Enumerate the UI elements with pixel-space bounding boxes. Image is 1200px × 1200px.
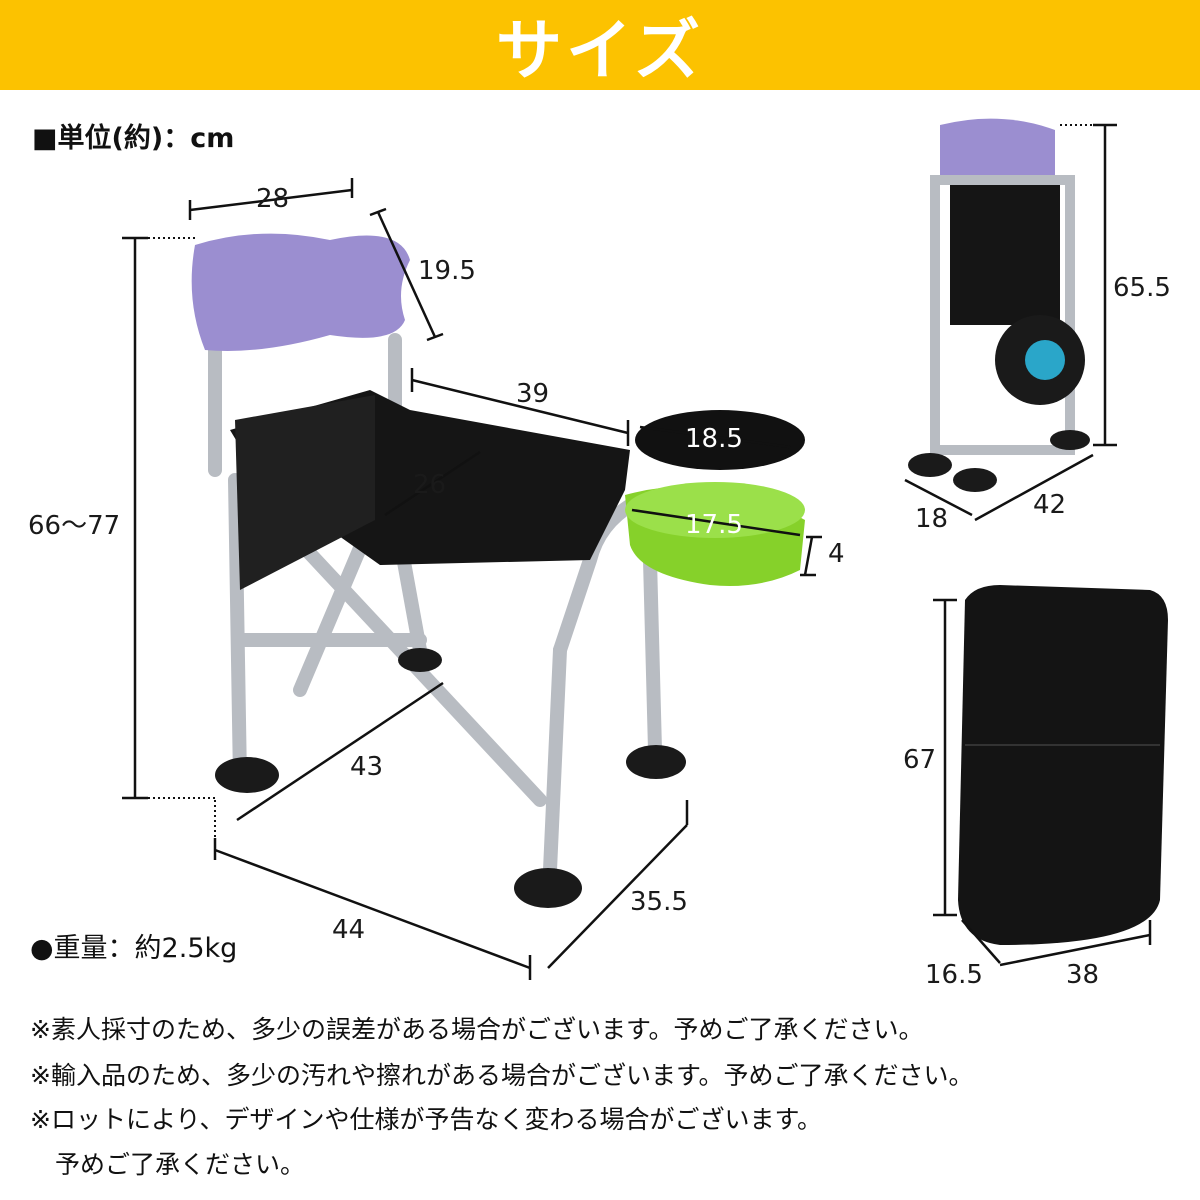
unit-label: ■単位(約)：cm bbox=[32, 123, 235, 154]
tray-black bbox=[635, 410, 805, 470]
dim-backrest-height: 19.5 bbox=[418, 256, 476, 286]
dim-tray-bottom: 17.5 bbox=[685, 510, 743, 540]
dim-leg-depth: 43 bbox=[350, 752, 384, 782]
dim-height: 66〜77 bbox=[28, 511, 121, 541]
dim-bag-depth: 16.5 bbox=[925, 960, 983, 990]
chair-feet bbox=[215, 648, 686, 908]
dim-folded-depth: 18 bbox=[915, 504, 949, 534]
dim-bag-width: 38 bbox=[1066, 960, 1100, 990]
chair-main bbox=[208, 303, 662, 877]
carry-bag bbox=[958, 585, 1168, 945]
dim-tray-depth: 4 bbox=[828, 539, 845, 569]
title-banner: サイズ bbox=[0, 0, 1200, 90]
weight-label: ●重量：約2.5kg bbox=[30, 933, 238, 964]
dim-seat-width: 26 bbox=[413, 470, 447, 500]
backrest bbox=[191, 233, 410, 351]
folded-chair bbox=[908, 118, 1090, 492]
dim-tray-top: 18.5 bbox=[685, 424, 743, 454]
note-2: ※輸入品のため、多少の汚れや擦れがある場合がございます。予めご了承ください。 bbox=[30, 1061, 974, 1090]
dim-seat-length: 39 bbox=[516, 379, 550, 409]
page-title: サイズ bbox=[495, 12, 705, 89]
dim-backrest-width: 28 bbox=[256, 184, 290, 214]
note-1: ※素人採寸のため、多少の誤差がある場合がございます。予めご了承ください。 bbox=[30, 1015, 924, 1044]
dim-folded-width: 42 bbox=[1033, 490, 1067, 520]
dim-folded-height: 65.5 bbox=[1113, 273, 1171, 303]
dimension-lines bbox=[122, 123, 1152, 980]
dim-depth: 35.5 bbox=[630, 887, 688, 917]
note-4: 予めご了承ください。 bbox=[30, 1150, 306, 1179]
note-3: ※ロットにより、デザインや仕様が予告なく変わる場合がございます。 bbox=[30, 1105, 822, 1134]
dim-width: 44 bbox=[332, 915, 366, 945]
dim-bag-height: 67 bbox=[903, 745, 937, 775]
